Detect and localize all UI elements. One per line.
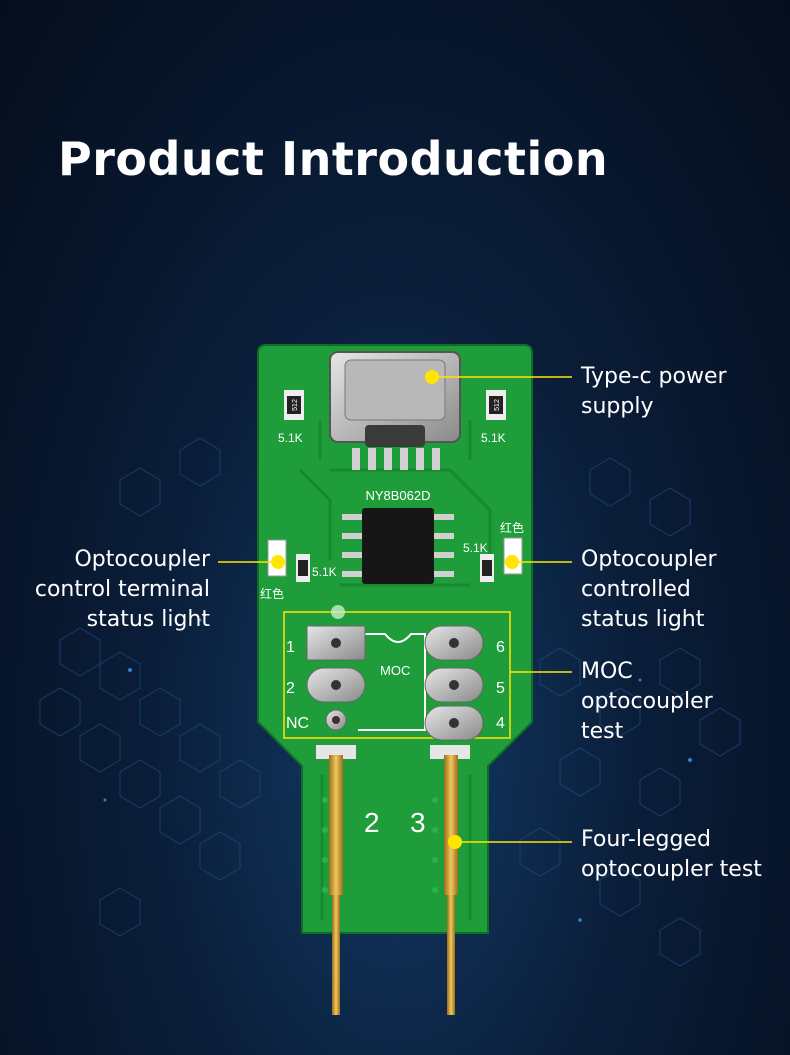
pin-2-label: 2 [286, 680, 295, 697]
probe-right [430, 745, 470, 1015]
callout-controlled-status-light: Optocoupler controlled status light [581, 545, 717, 635]
page-title: Product Introduction [58, 132, 609, 186]
resistor-top-left: 512 [284, 390, 304, 420]
callout-four-legged-optocoupler-test: Four-legged optocoupler test [581, 825, 762, 885]
pin-4-label: 4 [496, 715, 505, 732]
callout-moc-line-1: MOC [581, 659, 633, 684]
smd-code-right: 512 [494, 399, 501, 411]
callout-type-c-power-supply: Type-c power supply [581, 362, 727, 422]
hex-background [39, 437, 741, 967]
callout-controlled-line-2: controlled [581, 577, 691, 602]
resistor-label-mid-right: 5.1K [463, 541, 488, 555]
callout-controlled-line-1: Optocoupler [581, 547, 717, 572]
callout-moc-line-3: test [581, 719, 624, 744]
moc-silkscreen-outline [358, 633, 426, 731]
callout-control-line-1: Optocoupler [74, 547, 210, 572]
red-label-left: 红色 [260, 586, 284, 601]
callout-control-line-2: control terminal [34, 577, 210, 602]
indicator-dot [331, 605, 345, 619]
callout-typec-line-1: Type-c power [581, 364, 727, 389]
light-sparkles [103, 618, 692, 922]
pin-6-label: 6 [496, 639, 505, 656]
probe-number-2: 2 [364, 807, 380, 838]
resistor-label-mid-left: 5.1K [312, 565, 337, 579]
probe-left [316, 745, 356, 1015]
moc-highlight-box [283, 611, 511, 739]
red-label-right: 红色 [500, 520, 524, 535]
probe-number-3: 3 [410, 807, 426, 838]
callout-controlled-line-3: status light [581, 607, 705, 632]
callout-moc-optocoupler-test: MOC optocoupler test [581, 657, 713, 747]
callout-four-line-2: optocoupler test [581, 857, 762, 882]
callout-dots [271, 370, 519, 849]
resistor-mid-right [480, 554, 494, 582]
callout-moc-line-2: optocoupler [581, 689, 713, 714]
microcontroller-chip [342, 508, 454, 584]
callout-typec-line-2: supply [581, 394, 654, 419]
callout-lines [218, 376, 572, 843]
resistor-top-right: 512 [486, 390, 506, 420]
resistor-mid-left [296, 554, 310, 582]
moc-label: MOC [380, 663, 410, 678]
pcb-board [257, 344, 533, 934]
smd-code-left: 512 [292, 399, 299, 411]
pin-nc-label: NC [286, 715, 309, 732]
resistor-label-top-left: 5.1K [278, 431, 303, 445]
pin-5-label: 5 [496, 680, 505, 697]
chip-label: NY8B062D [365, 488, 430, 503]
callout-control-line-3: status light [86, 607, 210, 632]
callout-four-line-1: Four-legged [581, 827, 711, 852]
callout-control-terminal-status-light: Optocoupler control terminal status ligh… [35, 545, 210, 635]
pin-1-label: 1 [286, 639, 295, 656]
resistor-label-top-right: 5.1K [481, 431, 506, 445]
moc-pads [306, 625, 484, 741]
